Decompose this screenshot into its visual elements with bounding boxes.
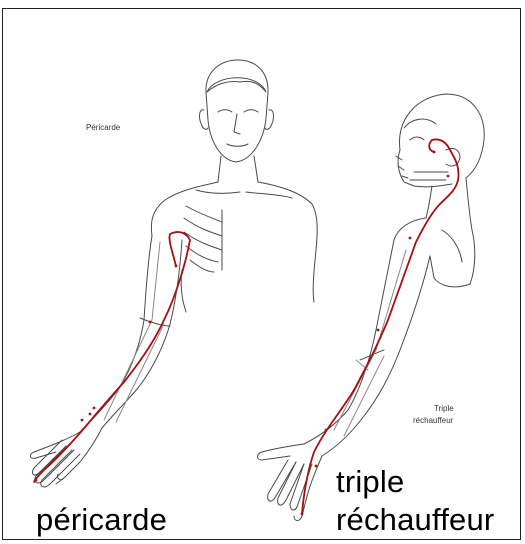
- triple-caption-line1: triple: [336, 466, 404, 497]
- triple-small-label-line1: Triple: [434, 404, 454, 413]
- pericarde-small-label: Péricarde: [86, 123, 120, 132]
- triple-heater-meridian-line: [302, 139, 459, 514]
- front-figure: [30, 60, 317, 487]
- triple-caption-line2: réchauffeur: [336, 504, 494, 535]
- pericarde-caption: péricarde: [36, 504, 167, 535]
- triple-small-label-line2: réchauffeur: [413, 416, 453, 425]
- side-figure: [258, 94, 485, 521]
